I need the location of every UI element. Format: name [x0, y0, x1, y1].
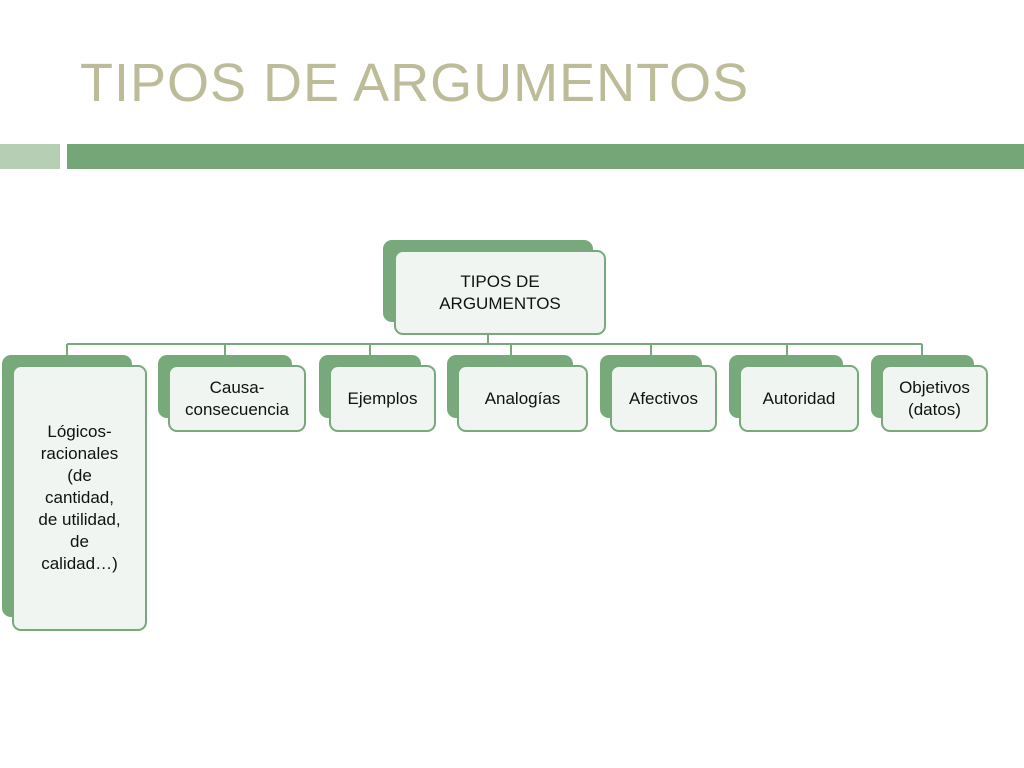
child-node-label: Analogías	[457, 365, 588, 432]
child-node-label: Ejemplos	[329, 365, 436, 432]
child-node-label: Autoridad	[739, 365, 859, 432]
title-accent-bar-small	[0, 144, 60, 169]
child-node-label: Causa- consecuencia	[168, 365, 306, 432]
title-accent-bar-long	[67, 144, 1024, 169]
root-node-label: TIPOS DE ARGUMENTOS	[394, 250, 606, 335]
child-node-label: Afectivos	[610, 365, 717, 432]
child-node-label: Objetivos (datos)	[881, 365, 988, 432]
child-node-label: Lógicos- racionales (de cantidad, de uti…	[12, 365, 147, 631]
slide-title: TIPOS DE ARGUMENTOS	[80, 53, 750, 113]
